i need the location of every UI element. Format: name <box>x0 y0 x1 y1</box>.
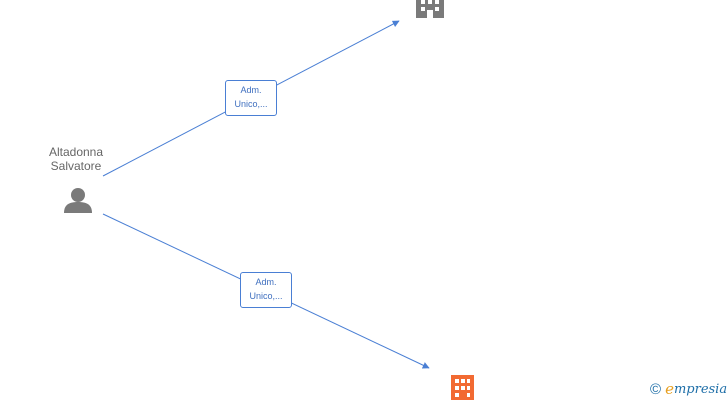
brand-initial: e <box>665 380 674 398</box>
empresia-watermark: © e mpresia <box>650 380 727 398</box>
edge-label-bottom[interactable]: Adm. Unico,... <box>240 272 292 308</box>
person-name-line2: Salvatore <box>50 159 102 173</box>
building-icon[interactable] <box>451 375 474 400</box>
person-name-line1: Altadonna <box>48 145 104 159</box>
building-icon[interactable] <box>416 0 444 18</box>
edge-label-line1: Adm. <box>240 85 262 95</box>
copyright-icon: © <box>650 380 662 398</box>
edge-label-line1: Adm. <box>255 277 277 287</box>
edge-label-line2: Unico,... <box>249 291 283 301</box>
edge-label-top[interactable]: Adm. Unico,... <box>225 80 277 116</box>
person-name[interactable]: Altadonna Salvatore <box>26 145 126 173</box>
person-icon[interactable] <box>64 188 92 213</box>
edge-label-line2: Unico,... <box>234 99 268 109</box>
brand-name: mpresia <box>673 381 728 397</box>
